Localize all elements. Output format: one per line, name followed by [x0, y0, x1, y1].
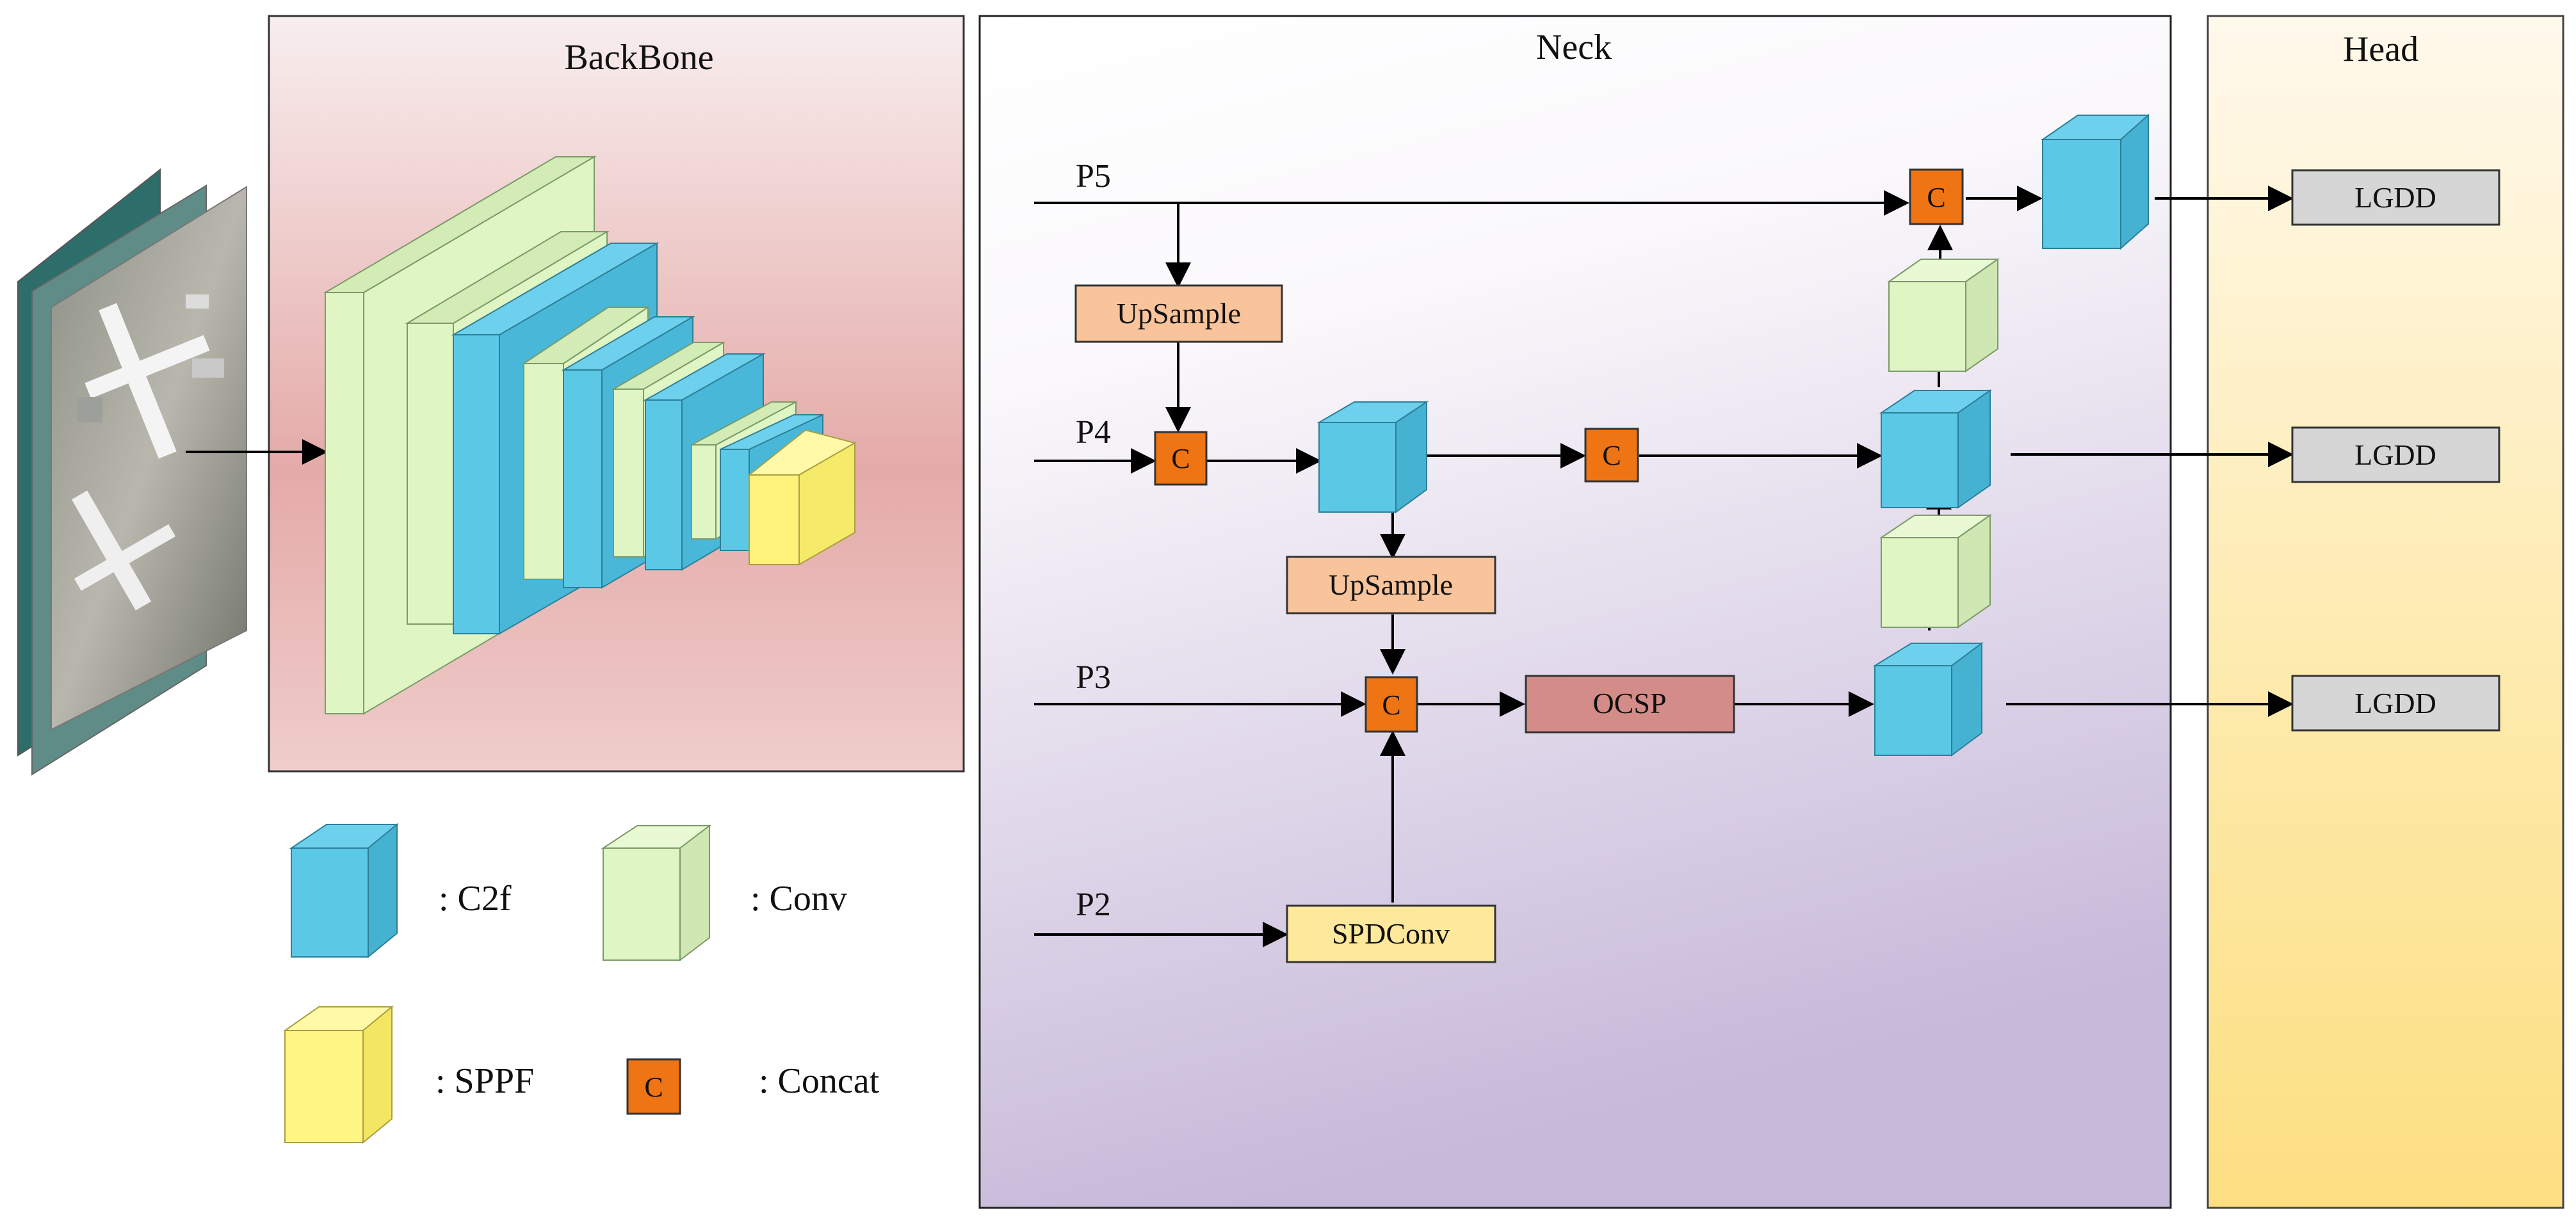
svg-text:: Concat: : Concat — [759, 1061, 880, 1101]
svg-text:: SPPF: : SPPF — [435, 1061, 534, 1101]
svg-text:LGDD: LGDD — [2354, 181, 2436, 214]
legend-c2f: : C2f — [289, 823, 512, 959]
backbone-stack — [323, 156, 857, 715]
svg-text:C: C — [1382, 689, 1400, 721]
p4-label: P4 — [1076, 414, 1111, 451]
concat-node-p3: C — [1365, 676, 1418, 733]
spdconv-block: SPDConv — [1286, 904, 1496, 963]
svg-text:UpSample: UpSample — [1329, 568, 1453, 601]
lgdd-output-2: LGDD — [2291, 426, 2500, 483]
legend-sppf: : SPPF — [282, 1005, 534, 1144]
airplane-icon-2 — [71, 490, 152, 611]
p2-label: P2 — [1076, 887, 1111, 923]
svg-text:LGDD: LGDD — [2354, 687, 2436, 719]
svg-text:OCSP: OCSP — [1592, 687, 1666, 719]
legend: : C2f : Conv : SPPF C : Concat — [282, 823, 880, 1144]
c2f-block-p3-out — [1872, 642, 1984, 757]
c2f-block-p4 — [1316, 401, 1429, 513]
concat-node-p4: C — [1154, 431, 1208, 486]
concat-node-top: C — [1909, 168, 1964, 225]
svg-text:: C2f: : C2f — [439, 879, 512, 919]
concat-node-mid: C — [1584, 428, 1639, 483]
input-image — [17, 168, 247, 776]
lgdd-output-1: LGDD — [2291, 169, 2500, 226]
conv-block-upper — [1886, 258, 2000, 373]
ocsp-block: OCSP — [1525, 675, 1735, 734]
legend-concat: C : Concat — [626, 1058, 880, 1115]
upsample-mid: UpSample — [1286, 556, 1496, 614]
svg-text:C: C — [644, 1072, 663, 1103]
neck-panel — [978, 15, 2172, 1209]
head-title: Head — [2343, 29, 2418, 69]
backbone-title: BackBone — [564, 38, 713, 77]
svg-text:LGDD: LGDD — [2354, 438, 2436, 471]
p3-label: P3 — [1076, 659, 1111, 696]
lgdd-output-3: LGDD — [2291, 675, 2500, 732]
neck-title: Neck — [1536, 28, 1612, 67]
airplane-icon — [99, 303, 177, 459]
svg-text:SPDConv: SPDConv — [1332, 917, 1450, 950]
svg-text:UpSample: UpSample — [1117, 297, 1241, 330]
p5-label: P5 — [1076, 158, 1111, 195]
upsample-top: UpSample — [1074, 284, 1283, 343]
svg-text:C: C — [1602, 440, 1621, 471]
c2f-block-p4-out — [1879, 389, 1993, 509]
svg-text:C: C — [1171, 443, 1190, 474]
svg-text:C: C — [1927, 182, 1945, 213]
conv-block-lower — [1879, 514, 1993, 629]
legend-conv: : Conv — [601, 824, 847, 962]
c2f-block-p5-out — [2040, 113, 2150, 250]
svg-text:: Conv: : Conv — [750, 879, 847, 919]
